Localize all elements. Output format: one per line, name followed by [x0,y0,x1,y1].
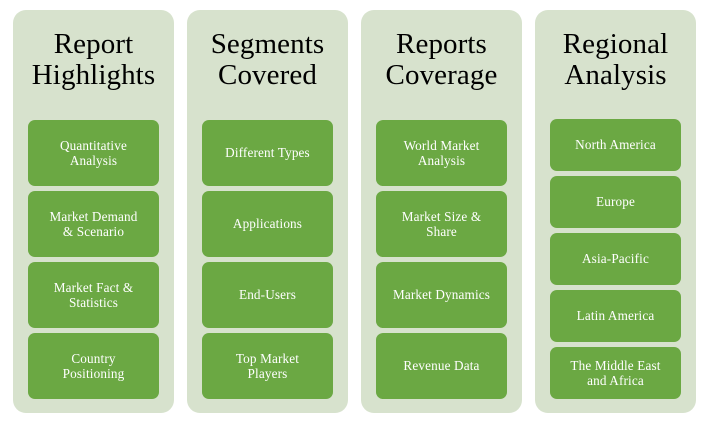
card-end-users[interactable]: End-Users [202,262,333,328]
card-different-types[interactable]: Different Types [202,120,333,186]
card-asia-pacific[interactable]: Asia-Pacific [550,233,681,285]
card-top-market-players[interactable]: Top Market Players [202,333,333,399]
panel-title-regional-analysis: Regional Analysis [562,28,669,91]
card-north-america[interactable]: North America [550,119,681,171]
card-market-size-share[interactable]: Market Size & Share [376,191,507,257]
panel-segments-covered: Segments Covered Different Types Applica… [187,10,348,413]
card-country-positioning[interactable]: Country Positioning [28,333,159,399]
card-list-reports-coverage: World Market Analysis Market Size & Shar… [376,90,507,399]
panel-title-segments-covered: Segments Covered [210,28,325,91]
card-revenue-data[interactable]: Revenue Data [376,333,507,399]
card-middle-east-africa[interactable]: The Middle East and Africa [550,347,681,399]
card-world-market-analysis[interactable]: World Market Analysis [376,120,507,186]
card-list-regional-analysis: North America Europe Asia-Pacific Latin … [550,90,681,399]
card-list-segments-covered: Different Types Applications End-Users T… [202,90,333,399]
card-europe[interactable]: Europe [550,176,681,228]
panel-reports-coverage: Reports Coverage World Market Analysis M… [361,10,522,413]
card-list-report-highlights: Quantitative Analysis Market Demand & Sc… [28,90,159,399]
panel-title-reports-coverage: Reports Coverage [385,28,498,91]
card-applications[interactable]: Applications [202,191,333,257]
card-quantitative-analysis[interactable]: Quantitative Analysis [28,120,159,186]
card-market-dynamics[interactable]: Market Dynamics [376,262,507,328]
card-market-demand-scenario[interactable]: Market Demand & Scenario [28,191,159,257]
card-market-fact-statistics[interactable]: Market Fact & Statistics [28,262,159,328]
panel-title-report-highlights: Report Highlights [31,28,156,91]
panel-regional-analysis: Regional Analysis North America Europe A… [535,10,696,413]
card-latin-america[interactable]: Latin America [550,290,681,342]
panel-report-highlights: Report Highlights Quantitative Analysis … [13,10,174,413]
